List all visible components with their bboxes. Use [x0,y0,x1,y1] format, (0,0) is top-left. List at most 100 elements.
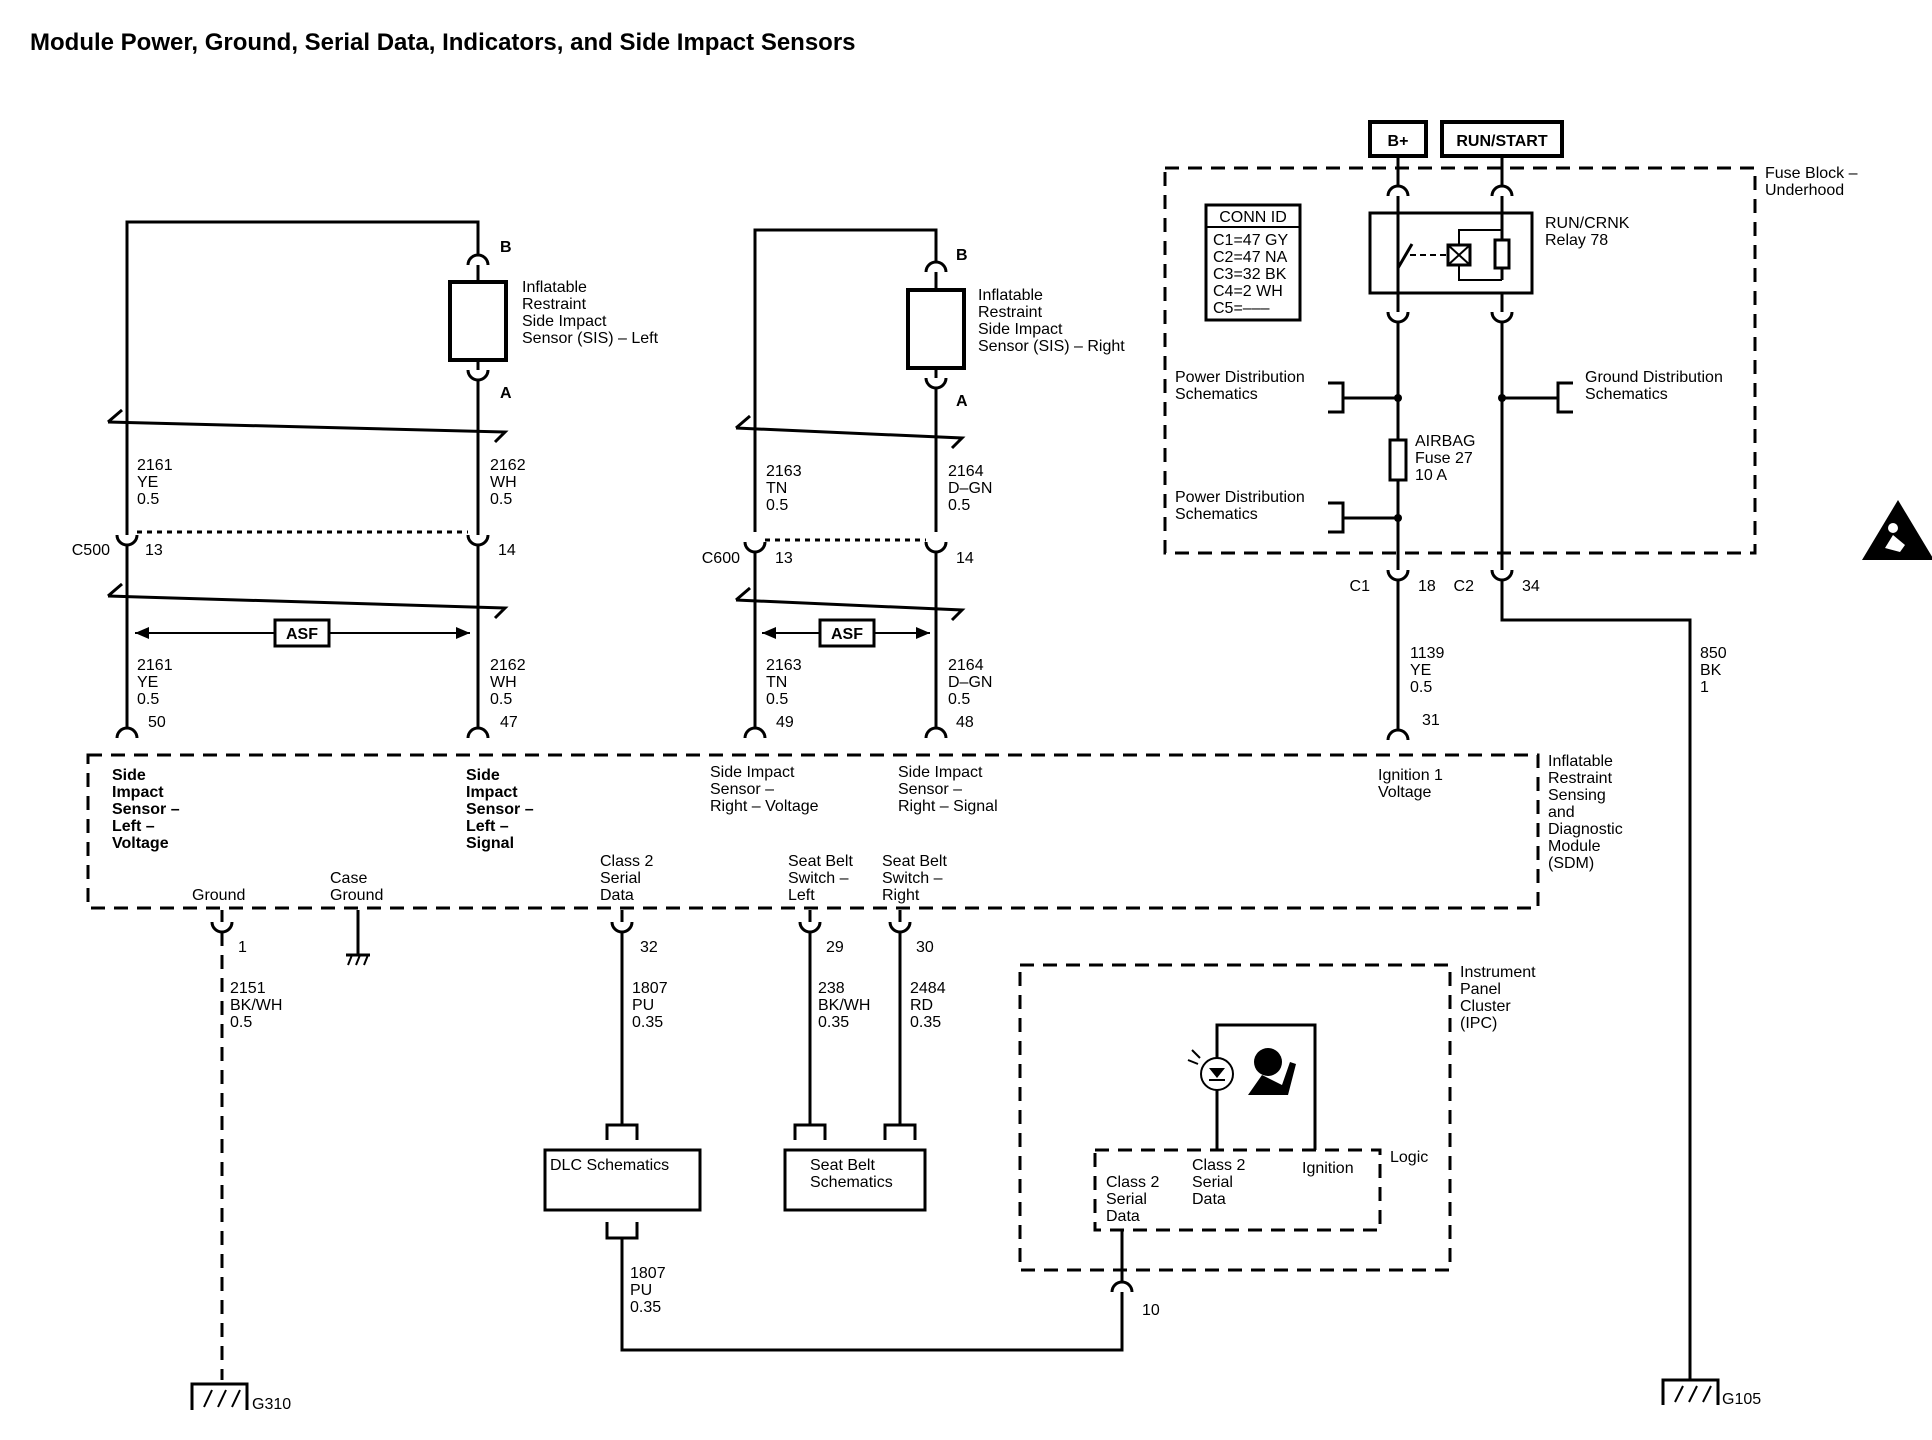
svg-text:Serial: Serial [1106,1191,1147,1208]
wire-2164-color-b: D–GN [948,674,992,691]
ground-dist-line1: Ground Distribution [1585,369,1723,386]
asf-right-label: ASF [831,626,863,643]
wire-2162-color-a: WH [490,474,517,491]
c500-pin-13: 13 [145,542,163,559]
svg-text:Restraint: Restraint [1548,770,1613,787]
ipc-logic-label: Logic [1390,1149,1428,1166]
svg-text:Left –: Left – [112,818,155,835]
airbag-indicator-lamp-icon [1187,1049,1234,1091]
wire-2164-num-a: 2164 [948,463,984,480]
svg-text:Class 2: Class 2 [600,853,653,870]
power-dist-1-line2: Schematics [1175,386,1258,403]
wire-1807-size-b: 0.35 [630,1299,661,1316]
wire-2162-num-b: 2162 [490,657,526,674]
wire-2163-color-a: TN [766,480,787,497]
wire-238-color: BK/WH [818,997,870,1014]
sis-right-pin-a: A [956,393,968,410]
svg-text:Instrument: Instrument [1460,964,1536,981]
bplus-source: B+ [1368,120,1428,158]
power-dist-2-line1: Power Distribution [1175,489,1305,506]
wire-2161-num-a: 2161 [137,457,173,474]
svg-text:Switch –: Switch – [788,870,849,887]
c600-pin-14: 14 [956,550,974,567]
svg-text:Impact: Impact [112,784,164,801]
svg-text:Cluster: Cluster [1460,998,1511,1015]
power-distribution-link-1[interactable]: Power Distribution Schematics [1175,369,1398,414]
wire-2163-size-b: 0.5 [766,691,788,708]
wire-1807-num-b: 1807 [630,1265,666,1282]
c1-pin: 18 [1418,578,1436,595]
svg-text:Right: Right [882,887,920,904]
power-dist-2-line2: Schematics [1175,506,1258,523]
wire-2162-size-a: 0.5 [490,491,512,508]
ipc-ignition-label: Ignition [1302,1160,1354,1177]
svg-text:Serial: Serial [600,870,641,887]
sis-right-pin-b: B [956,247,968,264]
sdm-pin-30: 30 [916,939,934,956]
sdm-pin-31: 31 [1422,712,1440,729]
svg-text:Side Impact: Side Impact [710,764,795,781]
conn-id-c1: C1=47 GY [1213,232,1288,249]
sdm-term-sis-left-voltage: Side Impact Sensor – Left – Voltage [112,767,180,852]
conn-id-c5: C5=––– [1213,300,1270,317]
sdm-pin-50: 50 [148,714,166,731]
ipc-class2-b: Class 2 Serial Data [1192,1157,1245,1208]
seat-belt-schematics-line2: Schematics [810,1174,893,1191]
svg-text:Inflatable: Inflatable [1548,753,1613,770]
ground-distribution-link[interactable]: Ground Distribution Schematics [1502,369,1723,414]
svg-text:Class 2: Class 2 [1192,1157,1245,1174]
wire-1807-color-a: PU [632,997,654,1014]
svg-text:Voltage: Voltage [1378,784,1431,801]
svg-text:Left –: Left – [466,818,509,835]
svg-text:(SDM): (SDM) [1548,855,1594,872]
wire-1807-num-a: 1807 [632,980,668,997]
wire-2162-color-b: WH [490,674,517,691]
ground-g310-symbol [190,1382,249,1410]
page-title: Module Power, Ground, Serial Data, Indic… [30,29,856,56]
fuse-block-label-1: Fuse Block – [1765,165,1858,182]
svg-text:Ignition 1: Ignition 1 [1378,767,1443,784]
sis-left-pin-a: A [500,385,512,402]
wire-2164-size-a: 0.5 [948,497,970,514]
sis-left-sensor: B A Inflatable Restraint Side Impact Sen… [125,220,659,525]
svg-text:Panel: Panel [1460,981,1501,998]
sdm-term-belt-left: Seat Belt Switch – Left [788,853,853,904]
svg-text:Seat Belt: Seat Belt [788,853,853,870]
wire-2161-color-b: YE [137,674,158,691]
relay-number: Relay 78 [1545,232,1608,249]
fuse-name: AIRBAG [1415,433,1475,450]
svg-text:Sensing: Sensing [1548,787,1606,804]
wire-1807-color-b: PU [630,1282,652,1299]
wire-2151-num: 2151 [230,980,266,997]
dlc-schematics-link[interactable]: DLC Schematics [543,1148,702,1212]
wire-2161-num-b: 2161 [137,657,173,674]
svg-text:Data: Data [1192,1191,1226,1208]
wire-850-size: 1 [1700,679,1709,696]
seat-belt-schematics-link[interactable]: Seat Belt Schematics [783,1148,927,1212]
conn-id-box: CONN ID C1=47 GY C2=47 NA C3=32 BK C4=2 … [1204,203,1302,322]
asf-right: ASF [762,618,930,648]
svg-text:Side Impact: Side Impact [898,764,983,781]
ipc-pin-10: 10 [1142,1302,1160,1319]
fuse-number: Fuse 27 [1415,450,1473,467]
case-ground-symbol [346,910,370,966]
wire-238-size: 0.35 [818,1014,849,1031]
sdm-pin-48: 48 [956,714,974,731]
svg-text:Side: Side [466,767,500,784]
svg-text:Switch –: Switch – [882,870,943,887]
power-distribution-link-2[interactable]: Power Distribution Schematics [1175,489,1398,534]
svg-text:Seat Belt: Seat Belt [882,853,947,870]
svg-text:Sensor –: Sensor – [710,781,774,798]
svg-text:Right – Signal: Right – Signal [898,798,998,815]
svg-text:Serial: Serial [1192,1174,1233,1191]
seat-belt-schematics-line1: Seat Belt [810,1157,875,1174]
sis-right-name-3: Side Impact [978,321,1063,338]
sis-left-name-3: Side Impact [522,313,607,330]
ipc-class2-a: Class 2 Serial Data [1106,1174,1159,1225]
wire-2163-num-a: 2163 [766,463,802,480]
wire-1139-size: 0.5 [1410,679,1432,696]
sis-right-sensor: B A Inflatable Restraint Side Impact Sen… [753,228,1125,532]
c600-pin-13: 13 [775,550,793,567]
svg-text:Sensor –: Sensor – [898,781,962,798]
airbag-warning-icon [1862,500,1932,560]
